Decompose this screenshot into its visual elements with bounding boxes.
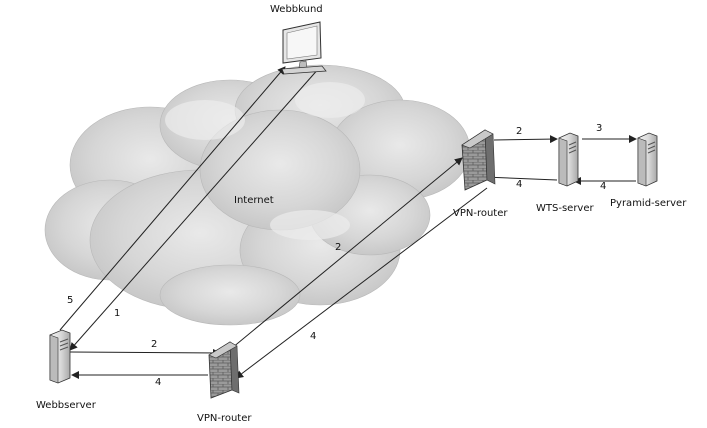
webserver-tower-icon bbox=[49, 329, 71, 384]
wts-server-tower-icon bbox=[558, 132, 579, 187]
arrow-ws-to-client bbox=[59, 66, 286, 331]
label-webbserver: Webbserver bbox=[36, 400, 97, 411]
firewall-left-icon bbox=[208, 341, 240, 399]
label-wts-server: WTS-server bbox=[536, 203, 594, 214]
monitor-icon bbox=[281, 21, 327, 75]
arrow-vpnleft-to-vpnright bbox=[231, 157, 463, 349]
arrow-label-ws-to-vpnleft: 2 bbox=[151, 339, 157, 350]
arrow-ws-to-vpnleft bbox=[69, 348, 221, 357]
arrow-label-vpnleft-to-ws: 4 bbox=[155, 377, 161, 388]
arrow-label-wts-to-vpnright: 4 bbox=[516, 179, 522, 190]
cloud-highlights bbox=[165, 82, 365, 240]
arrow-label-ws-to-client: 5 bbox=[67, 295, 73, 306]
arrow-label-vpnleft-to-vpnright: 2 bbox=[335, 242, 341, 253]
pyramid-server-tower-icon bbox=[637, 132, 658, 187]
arrows bbox=[59, 66, 637, 379]
firewall-right-icon bbox=[461, 129, 496, 191]
arrow-label-client-to-ws: 1 bbox=[114, 308, 120, 319]
label-vpn-router-right: VPN-router bbox=[453, 208, 508, 219]
arrow-label-wts-to-pyramid: 3 bbox=[596, 123, 602, 134]
label-pyramid-server: Pyramid-server bbox=[610, 198, 687, 209]
arrow-vpnright-to-vpnleft bbox=[235, 187, 488, 379]
label-webbkund: Webbkund bbox=[270, 4, 323, 15]
arrow-label-vpnright-to-wts: 2 bbox=[516, 126, 522, 137]
label-internet: Internet bbox=[234, 195, 274, 206]
arrow-label-vpnright-to-vpnleft: 4 bbox=[310, 331, 316, 342]
arrow-label-pyramid-to-wts: 4 bbox=[600, 181, 606, 192]
internet-cloud bbox=[44, 64, 471, 326]
arrow-vpnright-to-wts bbox=[493, 135, 558, 144]
arrow-client-to-ws bbox=[69, 66, 321, 351]
label-vpn-router-left: VPN-router bbox=[197, 413, 252, 424]
arrow-wts-to-vpnright bbox=[483, 173, 558, 182]
